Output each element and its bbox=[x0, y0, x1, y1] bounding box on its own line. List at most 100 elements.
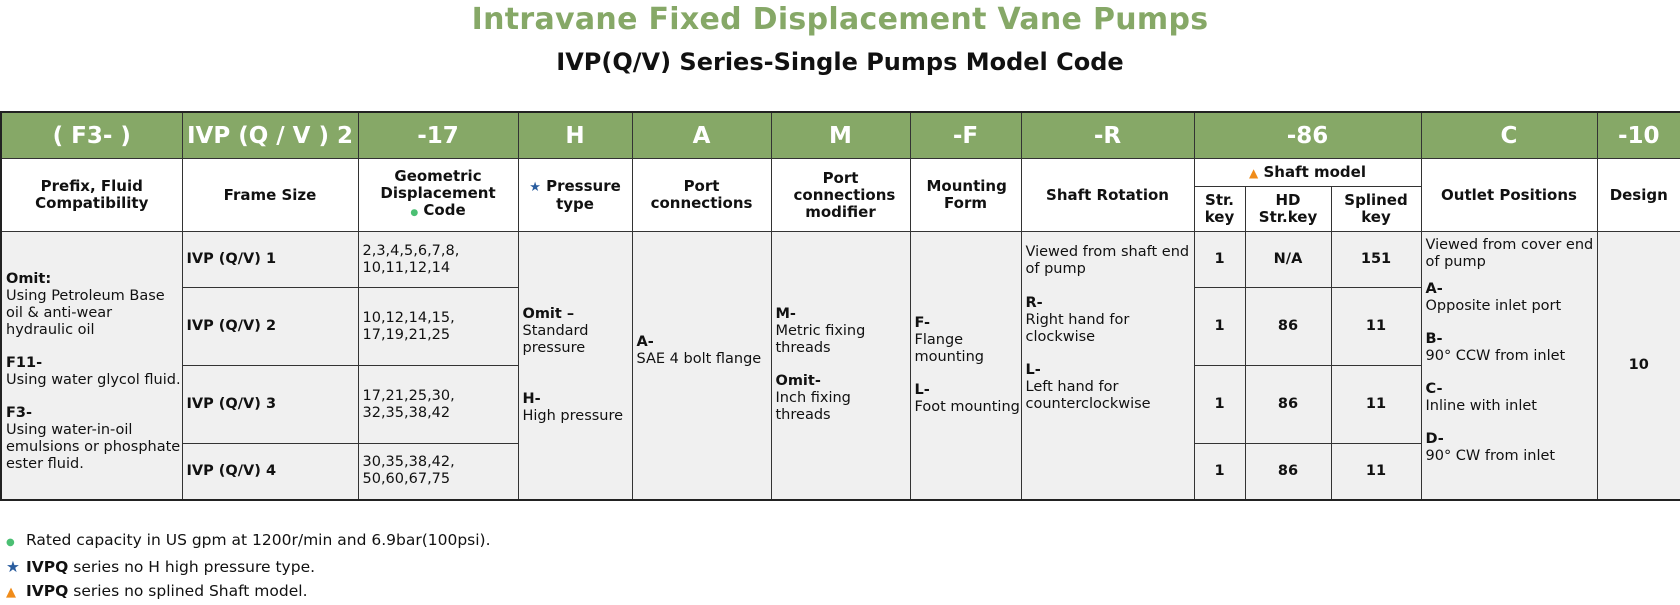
label-shaft-model-text: Shaft model bbox=[1263, 162, 1366, 181]
rotation-cell: Viewed from shaft end of pump R- Right h… bbox=[1020, 231, 1195, 500]
label-geo-line3: Code bbox=[423, 201, 466, 219]
footnote-pressure-text: series no H high pressure type. bbox=[68, 558, 316, 576]
label-rotation: Shaft Rotation bbox=[1020, 158, 1195, 232]
label-port-modifier: Port connections modifier bbox=[770, 158, 911, 232]
rotation-intro: Viewed from shaft end of pump bbox=[1025, 244, 1190, 277]
str-key-value: 1 bbox=[1193, 443, 1246, 500]
design-value: 10 bbox=[1596, 231, 1680, 500]
prefix-omit-text: Using Petroleum Base oil & anti-wear hyd… bbox=[6, 288, 165, 339]
mounting-f-text: Flange mounting bbox=[914, 331, 984, 365]
pressure-h-text: High pressure bbox=[522, 407, 624, 424]
label-geo-line1: Geometric bbox=[394, 167, 482, 185]
prefix-f3-text: Using water-in-oil emulsions or phosphat… bbox=[6, 422, 181, 473]
splined-value: 151 bbox=[1330, 231, 1422, 288]
mounting-f-label: F- bbox=[914, 314, 930, 331]
rotation-l-text: Left hand for counterclockwise bbox=[1025, 379, 1151, 412]
displacement-line: 30,35,38,42, bbox=[362, 454, 455, 471]
rotation-r-text: Right hand for clockwise bbox=[1025, 312, 1130, 345]
mounting-l-label: L- bbox=[914, 381, 930, 398]
triangle-icon: ▲ bbox=[1249, 165, 1259, 180]
dot-icon: ● bbox=[6, 537, 15, 548]
outlet-d-text: 90° CW from inlet bbox=[1425, 448, 1556, 464]
label-pressure-line1: Pressure bbox=[546, 176, 621, 195]
port-mod-omit-text: Inch fixing threads bbox=[775, 390, 851, 424]
code-shaft: -86 bbox=[1193, 111, 1422, 159]
displacement-line: 17,21,25,30, bbox=[362, 387, 455, 404]
table-row: IVP (Q/V) 3 17,21,25,30, 32,35,38,42 1 8… bbox=[1, 365, 1680, 444]
port-cell: A- SAE 4 bolt flange bbox=[631, 231, 772, 500]
prefix-f11-label: F11- bbox=[6, 355, 43, 372]
label-outlet: Outlet Positions bbox=[1420, 158, 1598, 232]
code-port-modifier: M bbox=[770, 111, 911, 159]
code-design: -10 bbox=[1596, 111, 1680, 159]
label-frame: Frame Size bbox=[181, 158, 359, 232]
hd-key-value: 86 bbox=[1244, 365, 1332, 444]
prefix-f3-label: F3- bbox=[6, 405, 33, 422]
table-row: Omit: Using Petroleum Base oil & anti-we… bbox=[0, 231, 1680, 500]
label-row: Prefix, Fluid Compatibility Frame Size G… bbox=[0, 158, 1680, 232]
footnotes: ● Rated capacity in US gpm at 1200r/min a… bbox=[6, 528, 491, 605]
label-design: Design bbox=[1596, 158, 1680, 232]
pressure-h-label: H- bbox=[522, 390, 541, 407]
footnote-series-name: IVPQ bbox=[26, 582, 69, 600]
prefix-omit-label: Omit: bbox=[6, 271, 52, 288]
splined-value: 11 bbox=[1330, 287, 1422, 366]
displacement-line: 10,11,12,14 bbox=[362, 259, 451, 276]
port-modifier-cell: M- Metric fixing threads Omit- Inch fixi… bbox=[770, 231, 911, 500]
displacement-line: 2,3,4,5,6,7,8, bbox=[362, 242, 460, 259]
code-outlet: C bbox=[1420, 111, 1598, 159]
splined-value: 11 bbox=[1330, 365, 1422, 444]
code-pressure: H bbox=[517, 111, 633, 159]
outlet-b-text: 90° CCW from inlet bbox=[1425, 348, 1566, 364]
outlet-intro: Viewed from cover end of pump bbox=[1425, 237, 1594, 270]
page-title: Intravane Fixed Displacement Vane Pumps bbox=[471, 2, 1209, 37]
footnote-pressure: ★IVPQ series no H high pressure type. bbox=[6, 555, 491, 579]
outlet-cell: Viewed from cover end of pump A- Opposit… bbox=[1420, 231, 1598, 500]
outlet-a-text: Opposite inlet port bbox=[1425, 298, 1562, 314]
footnote-shaft: ▲IVPQ series no splined Shaft model. bbox=[6, 579, 491, 605]
displacement-line: 10,12,14,15, bbox=[362, 309, 455, 326]
str-key-value: 1 bbox=[1193, 365, 1246, 444]
code-prefix: ( F3- ) bbox=[0, 111, 183, 159]
star-icon: ★ bbox=[529, 179, 541, 195]
prefix-f11-text: Using water glycol fluid. bbox=[6, 372, 181, 389]
label-shaft-model: ▲ Shaft model bbox=[1193, 158, 1422, 187]
label-pressure: ★ Pressure type bbox=[517, 158, 633, 232]
footnote-capacity-text: Rated capacity in US gpm at 1200r/min an… bbox=[26, 531, 491, 549]
displacement-line: 17,19,21,25 bbox=[362, 326, 451, 343]
table-row: IVP (Q/V) 4 30,35,38,42, 50,60,67,75 1 8… bbox=[1, 443, 1680, 500]
shaft-sub-label-row: Str. key HD Str.key Splined key bbox=[1, 186, 1680, 232]
label-prefix: Prefix, Fluid Compatibility bbox=[0, 158, 183, 232]
label-splined: Splined key bbox=[1330, 186, 1422, 232]
frame-size: IVP (Q/V) 3 bbox=[181, 365, 359, 444]
prefix-cell: Omit: Using Petroleum Base oil & anti-we… bbox=[0, 231, 183, 500]
outlet-c-text: Inline with inlet bbox=[1425, 398, 1537, 414]
code-frame: IVP (Q / V ) 2 bbox=[181, 111, 359, 159]
outlet-d-label: D- bbox=[1425, 431, 1444, 447]
code-port: A bbox=[631, 111, 772, 159]
port-mod-omit-label: Omit- bbox=[775, 373, 821, 390]
str-key-value: 1 bbox=[1193, 287, 1246, 366]
page-subtitle: IVP(Q/V) Series-Single Pumps Model Code bbox=[556, 48, 1124, 76]
label-displacement: Geometric Displacement ● Code bbox=[357, 158, 519, 232]
hd-key-value: 86 bbox=[1244, 287, 1332, 366]
label-port: Port connections bbox=[631, 158, 772, 232]
code-mounting: -F bbox=[909, 111, 1022, 159]
rotation-r-label: R- bbox=[1025, 295, 1043, 311]
pressure-omit-text: Standard pressure bbox=[522, 322, 589, 356]
rotation-l-label: L- bbox=[1025, 362, 1041, 378]
label-str-key: Str. key bbox=[1193, 186, 1246, 232]
pressure-cell: Omit – Standard pressure H- High pressur… bbox=[517, 231, 633, 500]
label-pressure-line2: type bbox=[556, 194, 594, 213]
frame-size: IVP (Q/V) 1 bbox=[181, 231, 359, 288]
port-a-label: A- bbox=[636, 334, 654, 351]
displacement-codes: 2,3,4,5,6,7,8, 10,11,12,14 bbox=[357, 231, 519, 288]
displacement-codes: 30,35,38,42, 50,60,67,75 bbox=[357, 443, 519, 500]
displacement-line: 32,35,38,42 bbox=[362, 404, 451, 421]
outlet-a-label: A- bbox=[1425, 281, 1443, 297]
dot-icon: ● bbox=[410, 208, 419, 218]
splined-value: 11 bbox=[1330, 443, 1422, 500]
port-a-text: SAE 4 bolt flange bbox=[636, 351, 762, 368]
table-row: IVP (Q/V) 2 10,12,14,15, 17,19,21,25 1 8… bbox=[1, 287, 1680, 366]
triangle-icon: ▲ bbox=[6, 585, 16, 600]
